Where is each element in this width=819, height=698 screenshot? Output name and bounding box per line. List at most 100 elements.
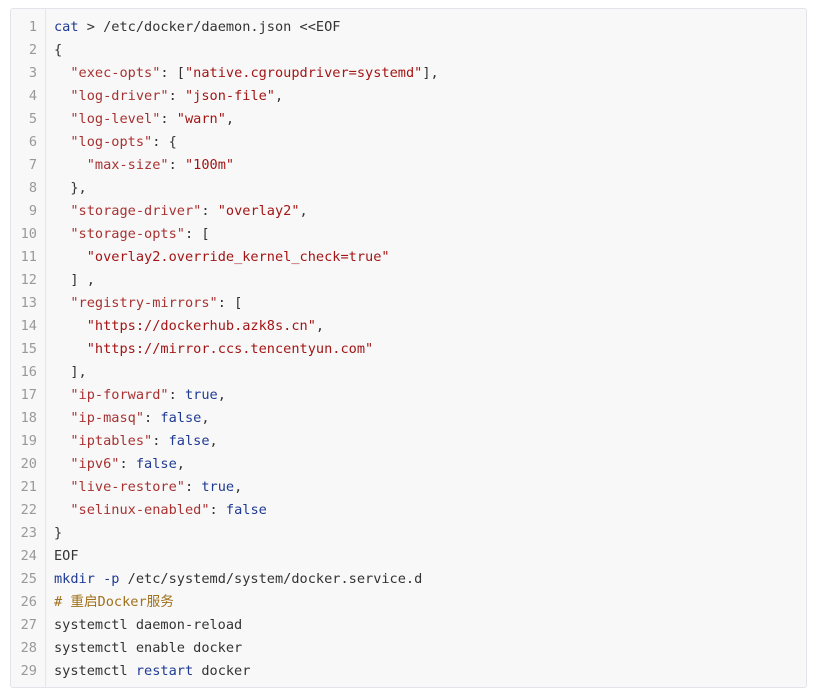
code-token: , [234, 479, 243, 495]
code-token [54, 387, 70, 403]
code-token: , [209, 433, 218, 449]
line-number: 29 [20, 663, 37, 679]
code-token: ], [54, 364, 87, 380]
code-text: ], [54, 361, 87, 384]
line-number: 20 [20, 456, 37, 472]
line-number: 2 [28, 42, 37, 58]
line-number: 24 [20, 548, 37, 564]
code-text: "iptables": false, [54, 430, 218, 453]
code-token: , [299, 203, 308, 219]
code-token: } [54, 525, 63, 541]
code-token: /etc/systemd/system/docker.service.d [119, 571, 423, 587]
code-token: false [168, 433, 210, 449]
code-line: 8 }, [11, 177, 806, 200]
line-number: 13 [20, 295, 37, 311]
line-number: 27 [20, 617, 37, 633]
code-text: cat > /etc/docker/daemon.json <<EOF [54, 16, 340, 39]
code-token: systemctl daemon-reload [54, 617, 243, 633]
code-text: "max-size": "100m" [54, 154, 234, 177]
line-number: 1 [28, 19, 37, 35]
code-token: , [201, 410, 210, 426]
code-text: "ipv6": false, [54, 453, 185, 476]
line-number: 11 [20, 249, 37, 265]
code-token: : [201, 203, 218, 219]
code-text: "log-level": "warn", [54, 108, 234, 131]
code-token: "iptables" [70, 433, 153, 449]
code-token: "live-restore" [70, 479, 185, 495]
code-line: 2{ [11, 39, 806, 62]
code-token: { [54, 42, 63, 58]
line-number: 8 [28, 180, 37, 196]
code-token: "storage-opts" [70, 226, 185, 242]
code-text: systemctl enable docker [54, 637, 242, 660]
code-token: "log-opts" [70, 134, 153, 150]
code-line: 12 ] , [11, 269, 806, 292]
code-text: "storage-opts": [ [54, 223, 209, 246]
code-line: 1 cat > /etc/docker/daemon.json <<EOF [11, 16, 806, 39]
code-text: "log-driver": "json-file", [54, 85, 283, 108]
code-token [54, 157, 87, 173]
code-token: : [168, 88, 185, 104]
code-text: "https://dockerhub.azk8s.cn", [54, 315, 324, 338]
code-token: EOF [54, 548, 79, 564]
code-token: > /etc/docker/daemon.json <<EOF [78, 19, 341, 35]
code-text: "registry-mirrors": [ [54, 292, 242, 315]
code-token [54, 479, 70, 495]
code-token: : [209, 502, 226, 518]
code-token: true [184, 387, 218, 403]
code-token: docker [193, 663, 251, 679]
code-line: 27 systemctl daemon-reload [11, 614, 806, 637]
code-line: 25 mkdir -p /etc/systemd/system/docker.se… [11, 568, 806, 591]
code-token [54, 502, 70, 518]
code-line: 22 "selinux-enabled": false [11, 499, 806, 522]
code-text: }, [54, 177, 86, 200]
code-text: { [54, 39, 62, 62]
line-number: 16 [20, 364, 37, 380]
code-token [54, 249, 87, 265]
code-line: 9 "storage-driver": "overlay2", [11, 200, 806, 223]
code-token: true [201, 479, 235, 495]
code-token: : [168, 387, 185, 403]
code-token: : [160, 111, 177, 127]
code-token: "selinux-enabled" [70, 502, 210, 518]
line-number: 25 [20, 571, 37, 587]
code-line: 15 "https://mirror.ccs.tencentyun.com" [11, 338, 806, 361]
code-line: 3 "exec-opts": ["native.cgroupdriver=sys… [11, 62, 806, 85]
code-text: systemctl daemon-reload [54, 614, 242, 637]
code-token [54, 203, 70, 219]
code-text: "exec-opts": ["native.cgroupdriver=syste… [54, 62, 438, 85]
code-token: "exec-opts" [70, 65, 161, 81]
code-token: "native.cgroupdriver=systemd" [184, 65, 423, 81]
code-text: "log-opts": { [54, 131, 176, 154]
code-line: 4 "log-driver": "json-file", [11, 85, 806, 108]
code-text: # 重启Docker服务 [54, 591, 174, 614]
line-number: 4 [28, 88, 37, 104]
code-token: : [184, 479, 202, 495]
line-number: 10 [20, 226, 37, 242]
code-text: EOF [54, 545, 79, 568]
line-number-gutter [11, 9, 46, 687]
code-text: mkdir -p /etc/systemd/system/docker.serv… [54, 568, 422, 591]
code-token: : [152, 433, 169, 449]
code-token: mkdir [54, 571, 95, 587]
line-number: 19 [20, 433, 37, 449]
code-text: "storage-driver": "overlay2", [54, 200, 308, 223]
code-token: systemctl enable docker [54, 640, 243, 656]
code-token: , [315, 318, 325, 334]
line-number: 18 [20, 410, 37, 426]
line-number: 23 [20, 525, 37, 541]
code-token: "ip-forward" [70, 387, 169, 403]
code-token: , [275, 88, 284, 104]
line-number: 6 [28, 134, 37, 150]
code-token: "registry-mirrors" [70, 295, 218, 311]
code-token: systemctl [54, 663, 136, 679]
code-token: : [ [160, 65, 185, 81]
code-text: "live-restore": true, [54, 476, 242, 499]
code-token: -p [103, 571, 120, 587]
code-text: "ip-forward": true, [54, 384, 226, 407]
code-line: 18 "ip-masq": false, [11, 407, 806, 430]
code-token: "100m" [184, 157, 235, 173]
